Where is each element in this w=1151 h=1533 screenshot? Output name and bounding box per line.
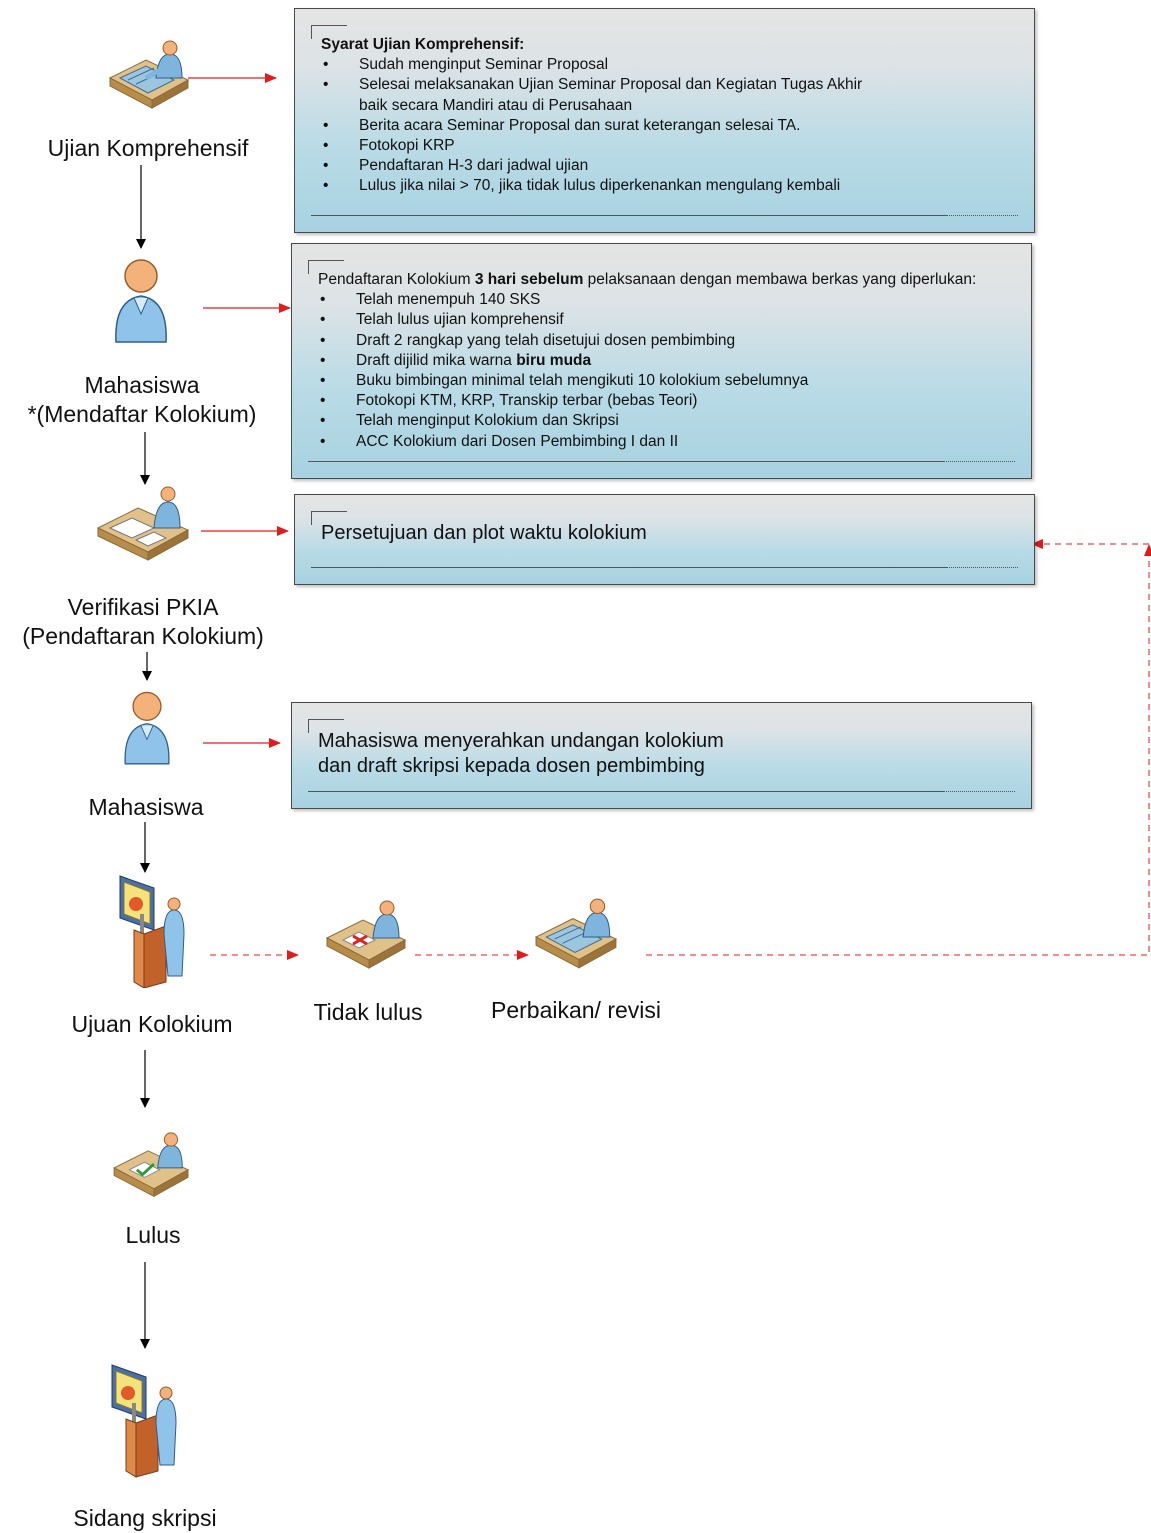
box2-intro-a: Pendaftaran Kolokium: [318, 271, 475, 288]
box4-line2: dan draft skripsi kepada dosen pembimbin…: [318, 755, 705, 777]
box2-list: Telah menempuh 140 SKS Telah lulus ujian…: [318, 290, 1025, 452]
box3-text: Persetujuan dan plot waktu kolokium: [321, 522, 647, 544]
label-tidak-lulus: Tidak lulus: [313, 999, 423, 1025]
box2-item: Draft dijilid mika warna biru muda: [318, 351, 1025, 371]
box1-item: Sudah menginput Seminar Proposal: [321, 55, 1028, 75]
box2-intro: Pendaftaran Kolokium 3 hari sebelum pela…: [318, 270, 1025, 290]
label-mahasiswa-daftar-line2: *(Mendaftar Kolokium): [27, 401, 257, 427]
box2-item-4-bold: biru muda: [516, 351, 592, 369]
box1-item-2-cont: baik secara Mandiri atau di Perusahaan: [359, 96, 633, 114]
box2-item: Draft 2 rangkap yang telah disetujui dos…: [318, 331, 1025, 351]
box1-title: Syarat Ujian Komprehensif:: [321, 36, 525, 53]
label-perbaikan-revisi: Perbaikan/ revisi: [490, 997, 662, 1023]
box2-item: Telah menempuh 140 SKS: [318, 290, 1025, 310]
presenter-podium-icon: [111, 1364, 177, 1478]
worker-at-desk-icon: [108, 40, 190, 109]
box2-intro-bold: 3 hari sebelum: [474, 271, 584, 288]
label-lulus: Lulus: [125, 1222, 181, 1248]
requirements-box-komprehensif: Syarat Ujian Komprehensif: Sudah menginp…: [294, 8, 1035, 233]
label-sidang-skripsi: Sidang skripsi: [73, 1505, 217, 1531]
label-ujian-kolokium: Ujuan Kolokium: [71, 1011, 233, 1037]
box2-item: Telah lulus ujian komprehensif: [318, 310, 1025, 330]
label-verifikasi-line1: Verifikasi PKIA: [67, 594, 219, 620]
label-ujian-komprehensif: Ujian Komprehensif: [47, 135, 249, 161]
person-icon: [124, 691, 170, 765]
box1-list: Sudah menginput Seminar Proposal Selesai…: [321, 55, 1028, 197]
box2-intro-b: pelaksanaan dengan membawa berkas yang d…: [583, 271, 977, 288]
box4-text: Mahasiswa menyerahkan undangan kolokium …: [318, 729, 724, 779]
label-mahasiswa-daftar-line1: Mahasiswa: [84, 372, 200, 398]
label-mahasiswa: Mahasiswa: [88, 794, 204, 820]
box1-item: Fotokopi KRP: [321, 136, 1028, 156]
label-mahasiswa-daftar: Mahasiswa *(Mendaftar Kolokium): [0, 371, 284, 429]
presenter-podium-icon: [119, 875, 185, 988]
box1-item: Berita acara Seminar Proposal dan surat …: [321, 116, 1028, 136]
person-icon: [115, 259, 167, 343]
label-verifikasi-pkia: Verifikasi PKIA (Pendaftaran Kolokium): [0, 593, 286, 651]
requirements-box-kolokium: Pendaftaran Kolokium 3 hari sebelum pela…: [291, 243, 1032, 479]
box1-item: Pendaftaran H-3 dari jadwal ujian: [321, 156, 1028, 176]
revision-desk-icon: [534, 898, 618, 969]
approval-box: Persetujuan dan plot waktu kolokium: [294, 494, 1035, 585]
box2-item: ACC Kolokium dari Dosen Pembimbing I dan…: [318, 432, 1025, 452]
dashed-return-path: [646, 544, 1151, 956]
failed-desk-icon: [325, 900, 407, 969]
box1-item: Lulus jika nilai > 70, jika tidak lulus …: [321, 176, 1028, 196]
clerk-at-desk-icon: [96, 486, 190, 561]
handover-box: Mahasiswa menyerahkan undangan kolokium …: [291, 702, 1032, 809]
box2-item: Telah menginput Kolokium dan Skripsi: [318, 411, 1025, 431]
box2-item-4-a: Draft dijilid mika warna: [356, 351, 517, 369]
box2-item: Fotokopi KTM, KRP, Transkip terbar (beba…: [318, 391, 1025, 411]
passed-desk-icon: [113, 1132, 190, 1198]
label-verifikasi-line2: (Pendaftaran Kolokium): [22, 623, 264, 649]
box1-item-2-text: Selesai melaksanakan Ujian Seminar Propo…: [359, 76, 863, 94]
box4-line1: Mahasiswa menyerahkan undangan kolokium: [318, 730, 724, 752]
box1-item: Selesai melaksanakan Ujian Seminar Propo…: [321, 75, 1028, 115]
box2-item: Buku bimbingan minimal telah mengikuti 1…: [318, 371, 1025, 391]
